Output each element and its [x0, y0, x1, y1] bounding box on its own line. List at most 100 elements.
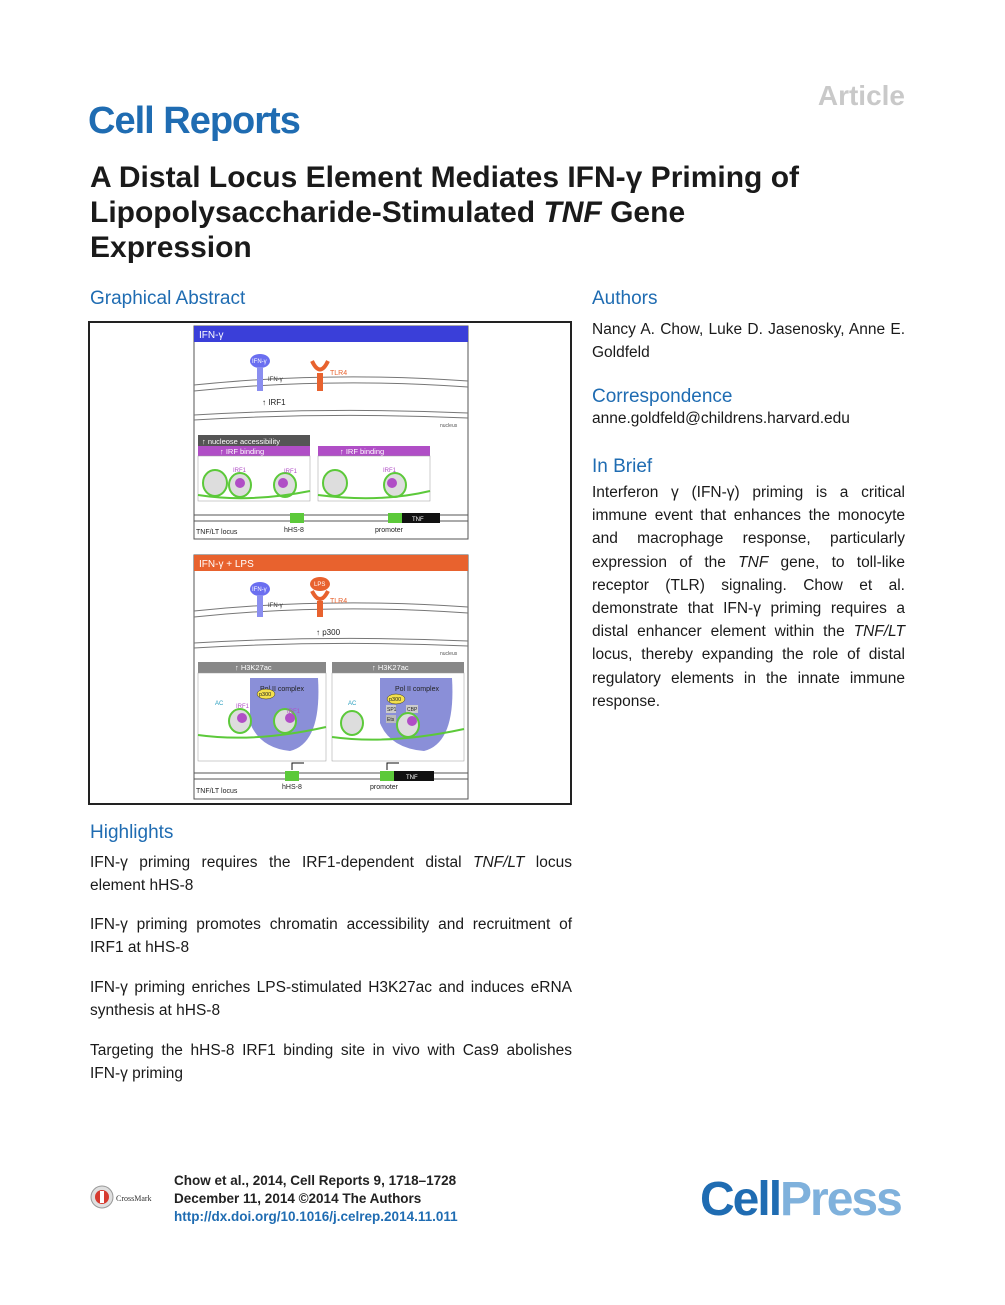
highlight-italic: TNF/LT	[473, 854, 525, 871]
panel2-nucleus-label: nucleus	[440, 651, 458, 657]
highlight-item: Targeting the hHS-8 IRF1 binding site in…	[90, 1039, 572, 1085]
cbp-label: CBP	[407, 707, 418, 713]
panel1-tlr4-icon	[310, 360, 330, 372]
title-line-1: A Distal Locus Element Mediates IFN-γ Pr…	[90, 161, 800, 194]
ets-label: Ets	[387, 717, 395, 723]
nucleosome-icon	[202, 469, 228, 497]
dna-strand	[197, 490, 311, 500]
panel1-accessibility-label: ↑ nucleose accessibility	[202, 437, 280, 446]
authors-heading: Authors	[592, 288, 658, 309]
irf1-protein-icon	[278, 478, 288, 488]
paper-title: A Distal Locus Element Mediates IFN-γ Pr…	[90, 160, 920, 265]
correspondence-email[interactable]: anne.goldfeld@childrens.harvard.edu	[592, 410, 850, 427]
authors-list: Nancy A. Chow, Luke D. Jasenosky, Anne E…	[592, 321, 905, 361]
promoter-label: promoter	[375, 527, 404, 534]
panel1-membrane-line	[193, 382, 469, 392]
panel1-receptor-text: IFN-γ	[252, 359, 267, 365]
highlight-text: locus element hHS-8	[90, 854, 572, 894]
tnf-gene-element	[402, 513, 440, 523]
irf1-label: IRF1	[383, 468, 397, 474]
promoter-label: promoter	[370, 784, 399, 791]
p300-icon	[386, 693, 406, 705]
pol2-label-left: Pol II complex	[260, 686, 304, 693]
tnf-label: TNF	[406, 775, 418, 781]
sp1-label: SP1	[387, 707, 397, 713]
irf1-label: IRF1	[233, 468, 247, 474]
panel2-h3k27ac-right: ↑ H3K27ac	[372, 663, 409, 672]
graphical-abstract-figure: IFN-γ IFN-γ IFN-γ TLR4 ↑ IRF1 nucleus ↑ …	[88, 321, 572, 805]
title-italic-gene: TNF	[543, 196, 602, 229]
pol2-label-right: Pol II complex	[395, 686, 439, 693]
in-brief-italic: TNF	[738, 553, 769, 571]
irf1-protein-icon	[407, 716, 417, 726]
in-brief-text: Interferon γ (IFN-γ) priming is a critic…	[592, 481, 905, 713]
acetylation-label: AC	[348, 701, 357, 707]
transcription-arrow-icon	[386, 762, 399, 770]
title-text: Gene	[601, 196, 686, 229]
panel1-irf1-label: ↑ IRF1	[262, 398, 286, 407]
panel2-membrane-line	[193, 608, 469, 618]
highlight-item: IFN-γ priming promotes chromatin accessi…	[90, 913, 572, 959]
panel1-receptor-stem	[257, 367, 263, 391]
doi-link[interactable]: http://dx.doi.org/10.1016/j.celrep.2014.…	[174, 1209, 458, 1224]
panel1-nucleus-label: nucleus	[440, 423, 458, 429]
irf1-protein-icon	[387, 478, 397, 488]
panel2-nuclear-membrane	[193, 637, 469, 644]
panel1-membrane-line	[193, 376, 469, 386]
panel2-h3k27ac-bar-right	[332, 662, 464, 673]
journal-logo[interactable]: Cell Reports	[88, 100, 301, 142]
in-brief-italic: TNF/LT	[853, 623, 905, 641]
acetylation-label: AC	[215, 701, 224, 707]
panel2-tlr4-stem	[317, 601, 323, 617]
highlight-item: IFN-γ priming enriches LPS-stimulated H3…	[90, 976, 572, 1022]
panel2-h3k27ac-bar-left	[198, 662, 326, 673]
citation-footer: Chow et al., 2014, Cell Reports 9, 1718–…	[174, 1172, 458, 1226]
crossmark-label: CrossMark	[116, 1194, 152, 1203]
locus-label: TNF/LT locus	[196, 529, 238, 536]
locus-label: TNF/LT locus	[196, 788, 238, 795]
panel1-irf-binding-bar-right	[318, 446, 430, 456]
dna-strand	[197, 726, 327, 739]
tnf-label: TNF	[412, 517, 424, 523]
ets-icon	[386, 715, 396, 723]
dna-strand	[317, 490, 431, 500]
panel1-nuclear-membrane	[193, 409, 469, 416]
panel2-lps-icon	[310, 577, 330, 591]
cellpress-logo-press: Press	[780, 1173, 903, 1226]
irf1-protein-icon	[285, 713, 295, 723]
date-line: December 11, 2014 ©2014 The Authors	[174, 1191, 422, 1206]
article-type-label: Article	[817, 80, 905, 111]
hhs8-element	[285, 771, 299, 781]
in-brief-span: locus, thereby expanding the role of dis…	[592, 646, 905, 710]
panel1-irf-binding-left: ↑ IRF binding	[220, 447, 264, 456]
sp1-icon	[386, 705, 396, 713]
panel2-receptor-text: IFN-γ	[252, 587, 267, 593]
panel2-tlr4-label: TLR4	[330, 598, 347, 605]
promoter-element	[388, 513, 402, 523]
in-brief-span: gene, to toll-like receptor (TLR) signal…	[592, 553, 905, 641]
highlight-text: IFN-γ priming enriches LPS-stimulated H3…	[90, 979, 572, 1019]
panel1-nuclear-membrane	[193, 414, 469, 421]
panel1-receptor-label: IFN-γ	[268, 377, 283, 383]
tnf-gene-element	[394, 771, 434, 781]
nucleosome-icon	[322, 469, 348, 497]
title-line-2: Lipopolysaccharide-Stimulated TNF Gene	[90, 195, 920, 230]
irf1-protein-icon	[235, 478, 245, 488]
panel2-membrane-line	[193, 602, 469, 612]
promoter-element	[380, 771, 394, 781]
cellpress-logo[interactable]: CellPress	[700, 1172, 903, 1227]
irf1-label: IRF1	[284, 469, 298, 475]
highlights-heading: Highlights	[90, 822, 174, 843]
in-brief-heading: In Brief	[592, 456, 653, 477]
p300-label: p300	[259, 692, 271, 698]
panel1-irf-binding-bar-left	[198, 446, 310, 456]
in-brief-span: Interferon γ (IFN-γ) priming is a critic…	[592, 484, 905, 571]
dna-strand	[331, 728, 465, 741]
crossmark-badge[interactable]: CrossMark	[90, 1183, 174, 1211]
panel1-frame	[193, 325, 469, 540]
panel1-ifn-receptor-icon	[250, 354, 270, 368]
panel1-accessibility-bar	[198, 435, 310, 446]
nucleosome-icon	[340, 710, 364, 736]
correspondence-heading: Correspondence	[592, 386, 733, 407]
graphical-abstract-heading: Graphical Abstract	[90, 288, 246, 309]
